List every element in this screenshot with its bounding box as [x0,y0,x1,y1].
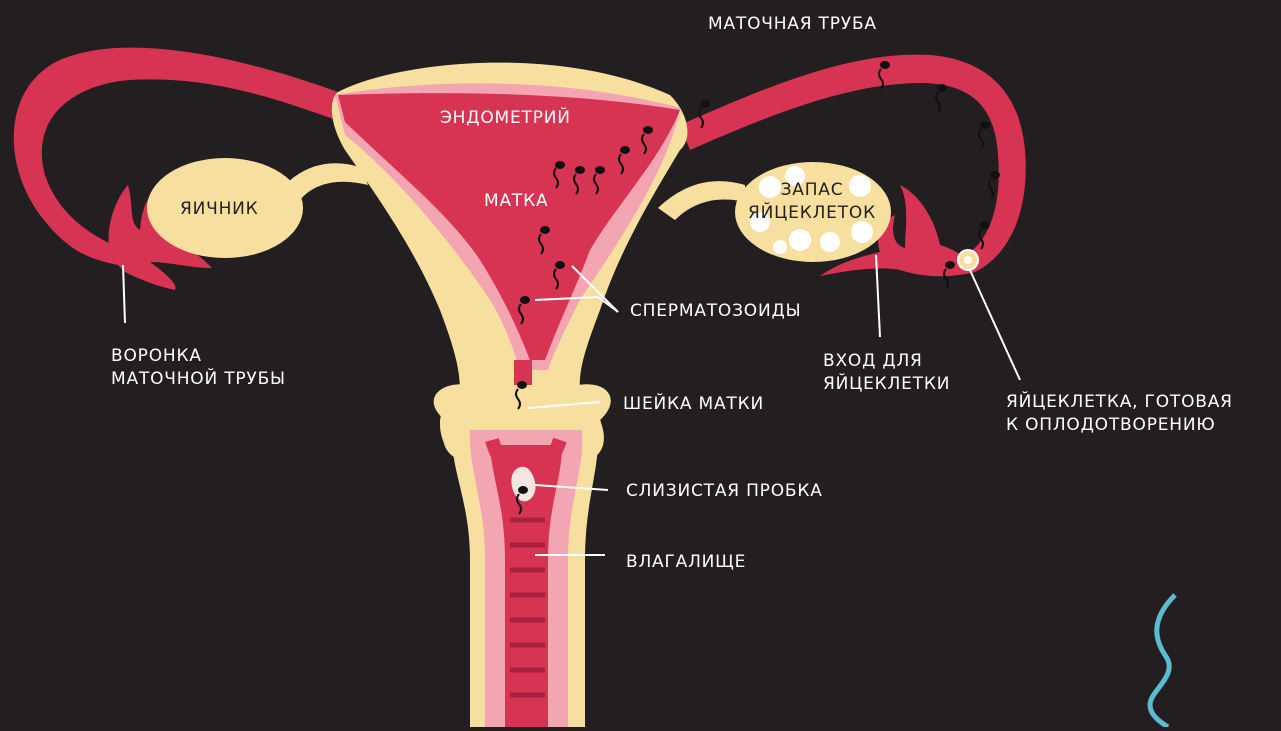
label-egg-entry-line2: ЯЙЦЕКЛЕТКИ [823,373,950,396]
leader-infundibulum [123,265,125,323]
label-infundibulum: ВОРОНКА МАТОЧНОЙ ТРУБЫ [111,345,286,391]
leader-egg-ready [970,270,1020,380]
mature-egg-nucleus [964,256,972,264]
sperm [936,85,946,112]
label-infundibulum-line1: ВОРОНКА [111,345,286,368]
label-egg-reserve-line1: ЗАПАС [737,179,887,202]
label-egg-ready-line1: ЯЙЦЕКЛЕТКА, ГОТОВАЯ [1006,391,1233,414]
label-ovary: ЯИЧНИК [180,198,259,221]
label-egg-reserve: ЗАПАС ЯЙЦЕКЛЕТОК [737,179,887,225]
label-egg-entry: ВХОД ДЛЯ ЯЙЦЕКЛЕТКИ [823,350,950,396]
label-infundibulum-line2: МАТОЧНОЙ ТРУБЫ [111,368,286,391]
label-endometrium: ЭНДОМЕТРИЙ [440,107,571,130]
label-cervix: ШЕЙКА МАТКИ [623,393,764,416]
label-uterus: МАТКА [484,190,548,213]
label-fallopian-tube: МАТОЧНАЯ ТРУБА [708,13,877,36]
label-egg-entry-line1: ВХОД ДЛЯ [823,350,950,373]
label-sperm: СПЕРМАТОЗОИДЫ [630,300,801,323]
decorative-squiggle [1150,595,1175,727]
label-egg-reserve-line2: ЯЙЦЕКЛЕТОК [737,202,887,225]
right-ovarian-ligament [658,181,745,220]
label-mucus-plug: СЛИЗИСТАЯ ПРОБКА [626,480,823,503]
label-egg-ready-line2: К ОПЛОДОТВОРЕНИЮ [1006,414,1233,437]
sperm [979,122,989,149]
label-vagina: ВЛАГАЛИЩЕ [626,551,746,574]
label-egg-ready: ЯЙЦЕКЛЕТКА, ГОТОВАЯ К ОПЛОДОТВОРЕНИЮ [1006,391,1233,437]
